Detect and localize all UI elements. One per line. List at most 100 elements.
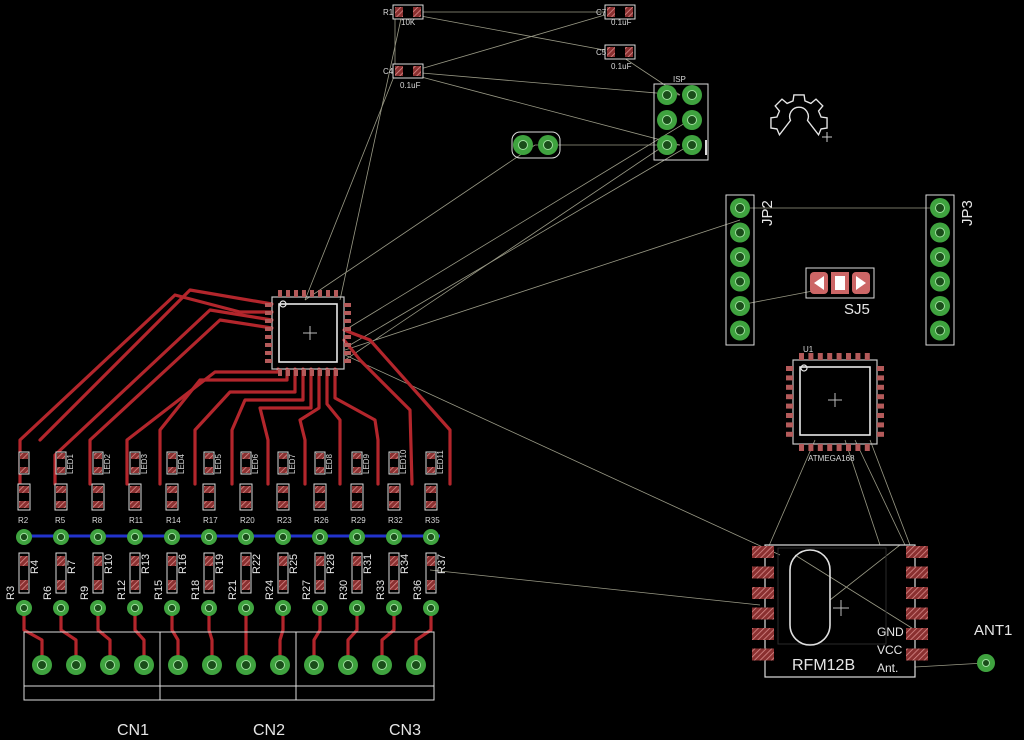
trace: [88, 318, 274, 486]
side-resistor-pad: [205, 556, 213, 566]
side-resistor-outline: [277, 552, 289, 594]
pad: [344, 351, 351, 355]
column-via-top: [275, 529, 291, 545]
connector-trace: [312, 614, 322, 657]
mcu-main: [265, 290, 351, 376]
side-resistor-label-a: R10: [103, 554, 115, 574]
column-via-bottom: [312, 600, 328, 616]
led-part: [129, 451, 141, 475]
trace: [193, 367, 297, 486]
led-pad: [353, 453, 361, 459]
side-resistor-label-b: R30: [338, 580, 350, 600]
pad: [799, 444, 804, 451]
side-resistor-outline: [314, 552, 326, 594]
side-resistor-label-b: R24: [264, 580, 276, 600]
connector-trace: [170, 614, 180, 657]
connector-pin: [100, 655, 120, 675]
led-label: LED2: [103, 453, 112, 474]
led-label: LED8: [325, 453, 334, 474]
rfm-pad-left: [752, 587, 774, 599]
u1-value: ATMEGA168: [808, 454, 855, 463]
pad: [302, 290, 306, 297]
side-resistor-pad: [168, 556, 176, 566]
led-part: [92, 451, 104, 475]
connector-pin: [134, 655, 154, 675]
isp-pin: [682, 135, 702, 155]
c5-value: 0.1uF: [611, 62, 632, 71]
oshw-logo-icon: [770, 94, 832, 142]
side-resistor-pad: [94, 580, 102, 590]
led-outline: [203, 451, 215, 475]
pad: [836, 444, 842, 451]
led-pad: [316, 453, 324, 459]
led-label: LED4: [177, 453, 186, 474]
column-via-top: [90, 529, 106, 545]
resistor-top: [128, 483, 142, 511]
led-outline: [277, 451, 289, 475]
pad: [326, 369, 330, 376]
pad: [877, 394, 884, 400]
jp3-pin: [930, 247, 950, 267]
side-resistor-pad: [279, 580, 287, 590]
connector-pin: [372, 655, 392, 675]
rfm-pad-left: [752, 648, 774, 661]
side-resistor-outline: [166, 552, 178, 594]
side-resistor-pad: [168, 580, 176, 590]
led-part: [314, 451, 326, 475]
side-resistor-pad: [427, 580, 435, 590]
pad: [877, 422, 884, 428]
column-via-top: [312, 529, 328, 545]
connector-trace: [22, 614, 44, 657]
pad: [294, 290, 298, 297]
pad: [265, 311, 272, 315]
side-resistor-pad: [57, 556, 65, 566]
column-via-top: [127, 529, 143, 545]
rfm-pin-ant: Ant.: [877, 661, 898, 675]
jp3-name: JP3: [959, 200, 976, 226]
pad: [302, 369, 306, 376]
rfm-pad-right: [906, 546, 928, 558]
resistor-pad: [167, 501, 177, 508]
side-resistor-outline: [240, 552, 252, 594]
pad: [334, 369, 338, 376]
side-resistor-outline: [92, 552, 104, 594]
side-resistor-pad: [57, 580, 65, 590]
side-resistor-pad: [390, 580, 398, 590]
pad: [808, 444, 814, 451]
pad: [877, 384, 884, 390]
pad: [310, 290, 314, 297]
connector-trace: [96, 614, 112, 657]
header-outline: [725, 194, 755, 346]
side-resistor-label-a: R13: [140, 554, 152, 574]
led-pad: [94, 453, 102, 459]
resistor-pad: [278, 486, 288, 493]
connector-trace: [414, 614, 433, 657]
column-via-top: [386, 529, 402, 545]
led-pad: [316, 467, 324, 473]
pad: [786, 394, 793, 400]
led-outline: [55, 451, 67, 475]
sj5-name: SJ5: [844, 301, 870, 318]
side-resistor-label-b: R36: [412, 580, 424, 600]
resistor-pad: [19, 486, 29, 493]
resistor-top: [387, 483, 401, 511]
isp-pin: [682, 85, 702, 105]
pad: [877, 366, 884, 371]
led-pad: [20, 453, 28, 459]
led-pad: [427, 467, 435, 473]
led-pad: [57, 453, 65, 459]
side-resistor-label-b: R9: [79, 586, 91, 600]
resistor-top-label: R20: [240, 516, 255, 525]
led-pad: [205, 453, 213, 459]
jp3-pin: [930, 198, 950, 218]
pad: [786, 403, 793, 409]
side-resistor-pad: [427, 556, 435, 566]
pad: [877, 413, 884, 418]
rfm-pad-left: [752, 546, 774, 558]
trace: [333, 367, 380, 486]
cn2-label: CN2: [253, 722, 285, 739]
pad: [265, 359, 272, 363]
header-outline: [925, 194, 955, 346]
side-resistor-label-b: R33: [375, 580, 387, 600]
